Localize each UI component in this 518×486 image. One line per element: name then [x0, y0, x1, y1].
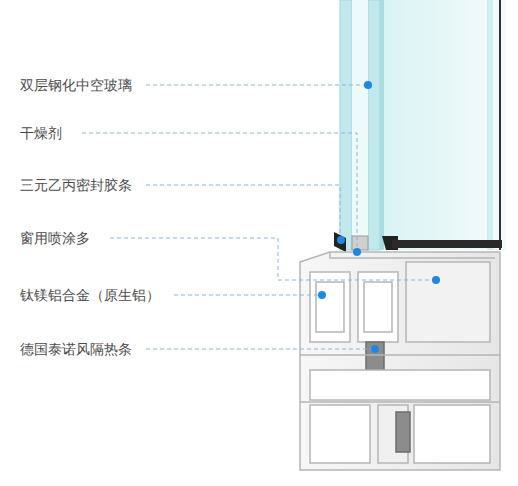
- glass-panes: [340, 0, 506, 250]
- leader-lines: [82, 85, 434, 349]
- part-label: 窗用喷涂多: [20, 229, 90, 247]
- part-label: 三元乙丙密封胶条: [20, 176, 132, 194]
- aluminium-frame: [300, 252, 500, 470]
- part-label: 德国泰诺风隔热条: [20, 340, 132, 358]
- part-label: 钛镁铝合金（原生铝）: [20, 286, 160, 304]
- part-label: 双层钢化中空玻璃: [20, 76, 132, 94]
- callout-dots: [318, 81, 440, 353]
- part-label: 干燥剂: [20, 124, 62, 142]
